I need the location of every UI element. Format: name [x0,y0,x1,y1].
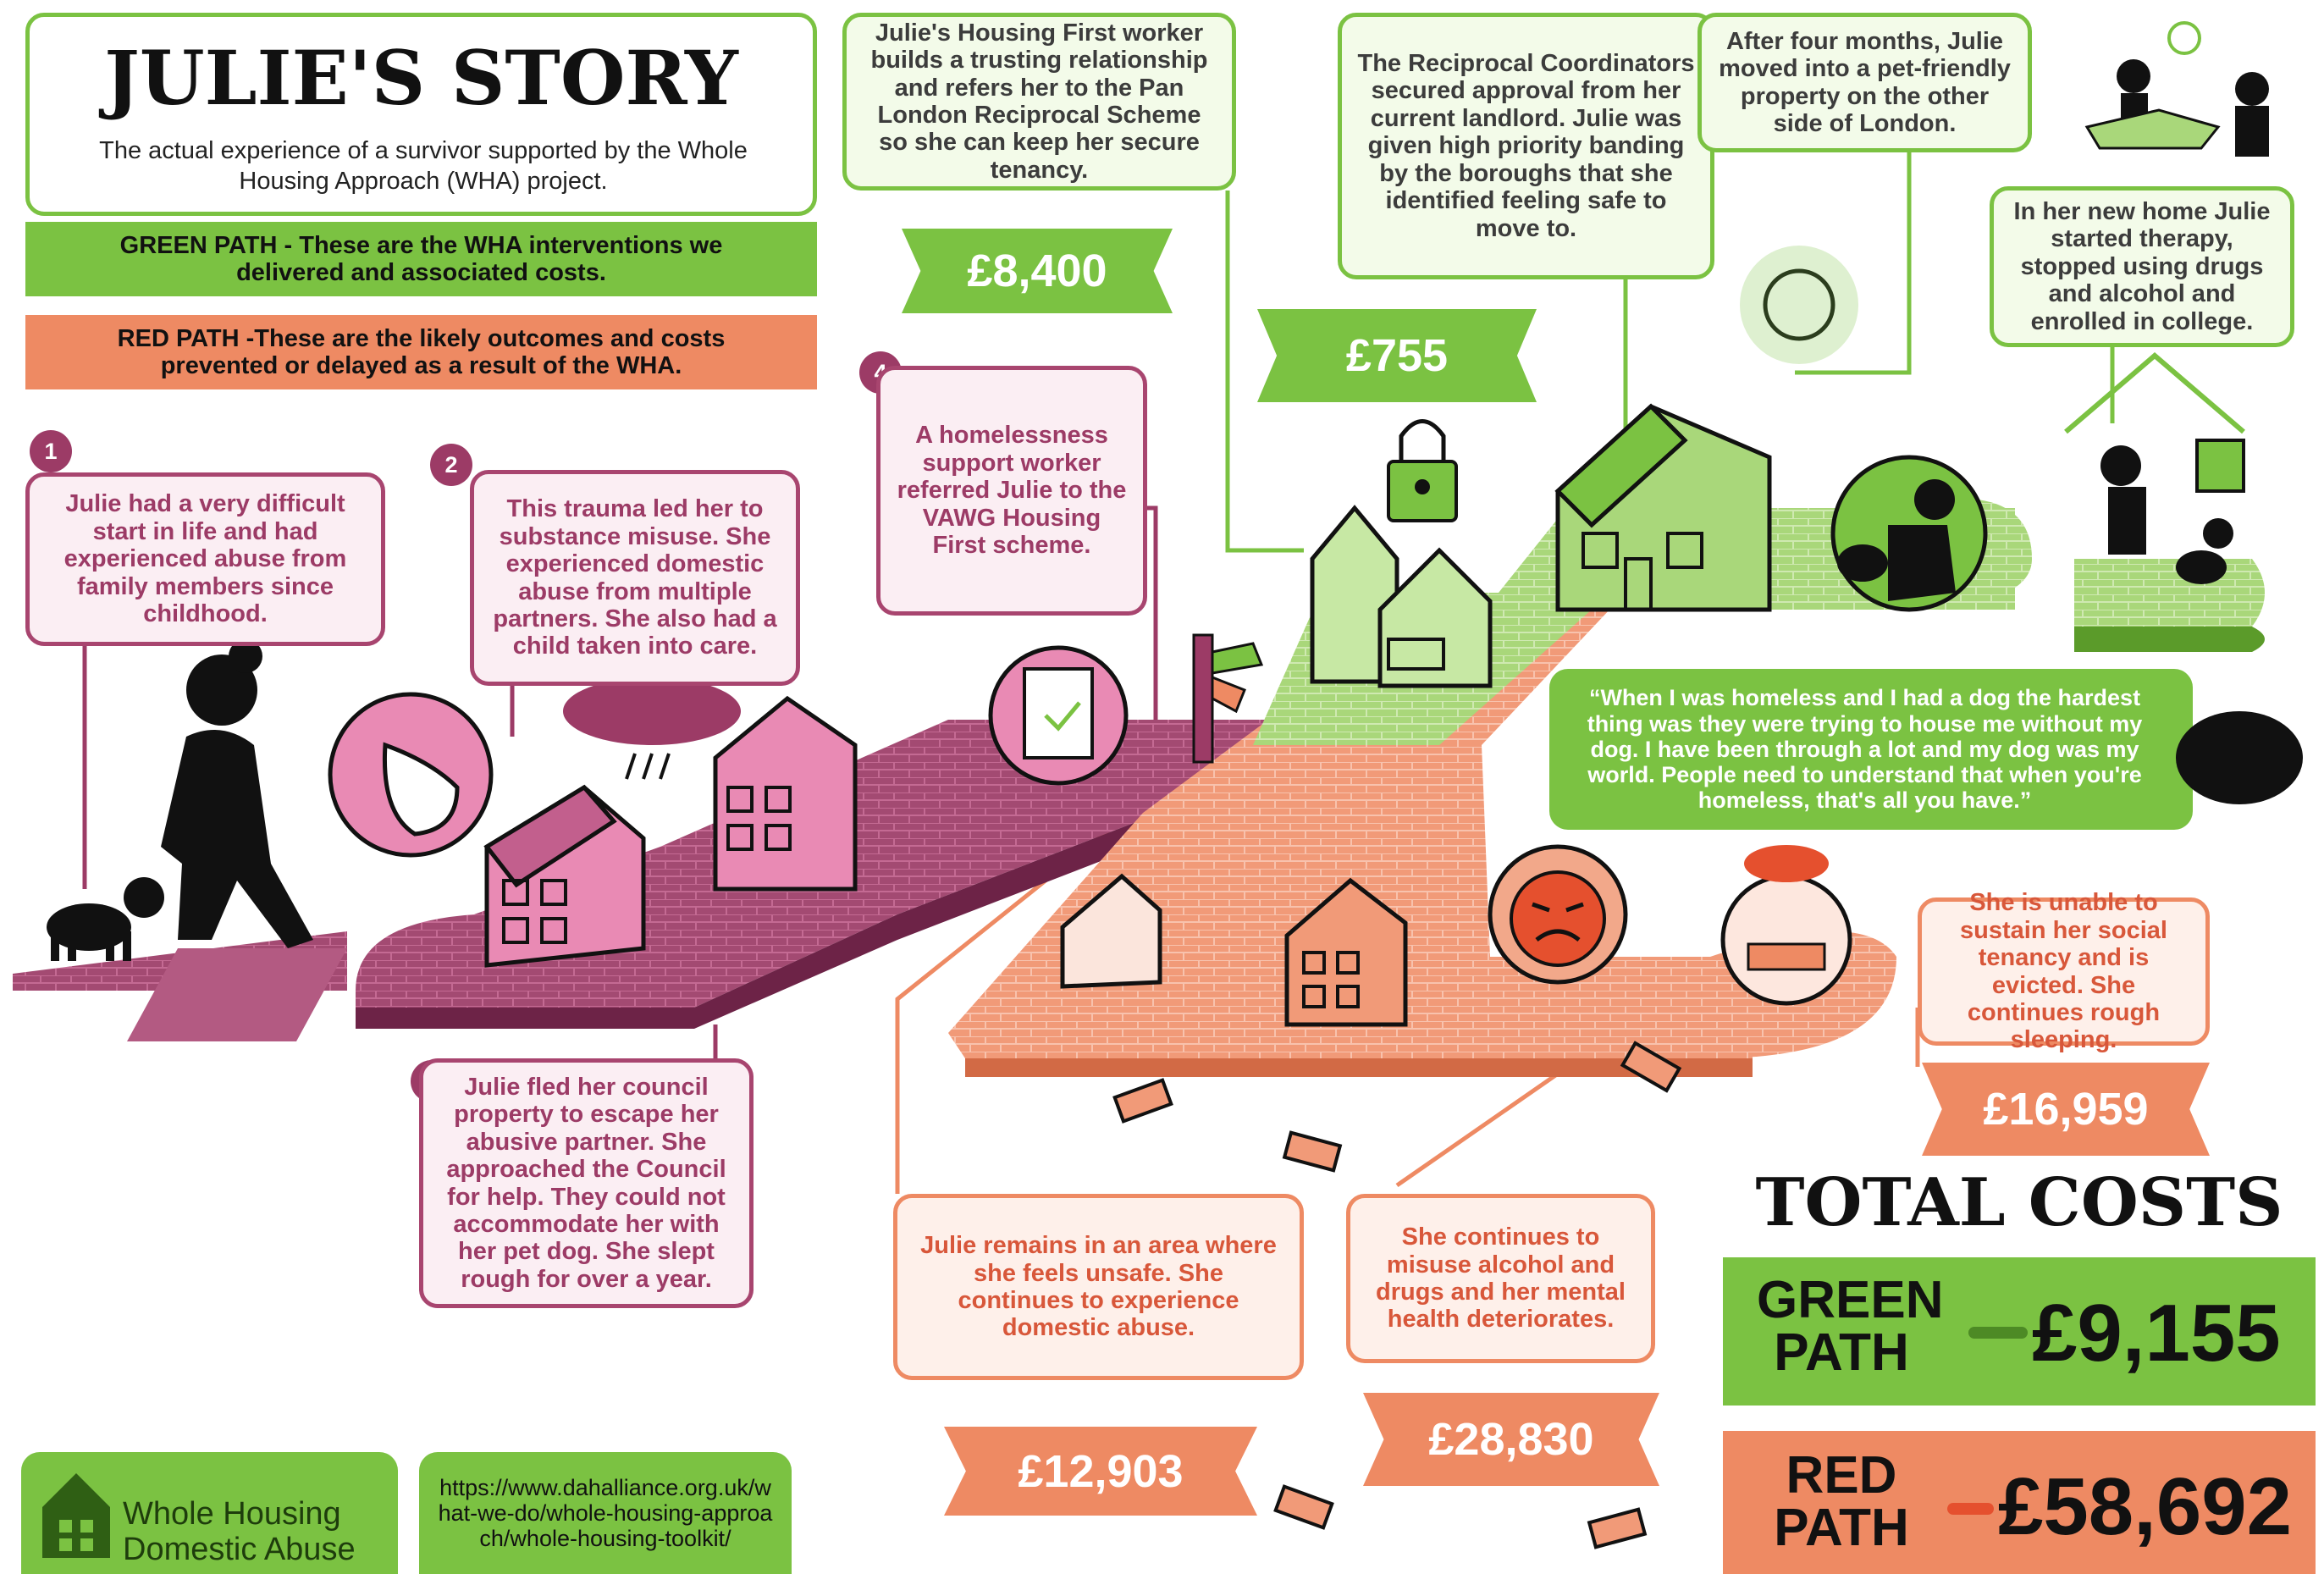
total-red-label-line2: PATH [1774,1499,1909,1557]
page-title: JULIE'S STORY [104,34,738,122]
total-green-dash [1968,1327,2028,1339]
total-costs-heading: TOTAL COSTS [1755,1164,2283,1241]
step-number-1: 1 [30,430,72,472]
total-green-label: GREEN PATH [1757,1271,1944,1382]
title-card [25,13,817,216]
red-step-3-text: She is unable to sustain her social tena… [1918,889,2210,1053]
survivor-quote: “When I was homeless and I had a dog the… [1549,669,2193,830]
page-subtitle: The actual experience of a survivor supp… [99,137,748,196]
red-cost-3: £16,959 [1922,1063,2210,1156]
total-red-label: RED PATH [1761,1450,1922,1555]
speaker-silhouette [2176,711,2303,804]
total-red-panel [1723,1431,2316,1574]
green-cost-2: £755 [1257,309,1537,402]
total-green-label-line1: GREEN [1757,1271,1944,1329]
house-puzzle-icon [42,1473,110,1558]
total-green-value: £9,155 [2032,1288,2281,1378]
red-cost-2: £28,830 [1363,1393,1659,1486]
logo-line-2: Domestic Abuse [123,1531,356,1567]
red-cost-1: £12,903 [944,1427,1257,1516]
green-cost-1: £8,400 [902,229,1173,313]
red-step-1-text: Julie remains in an area where she feels… [893,1194,1304,1380]
total-green-label-line2: PATH [1774,1323,1909,1382]
green-step-1-text: Julie's Housing First worker builds a tr… [842,13,1236,191]
toolkit-url[interactable]: https://www.dahalliance.org.uk/what-we-d… [419,1452,792,1574]
legend-red: RED PATH -These are the likely outcomes … [25,315,817,389]
step-1-text: Julie had a very difficult start in life… [25,472,385,646]
total-red-label-line1: RED [1786,1446,1897,1505]
total-red-value: £58,692 [1998,1461,2293,1552]
legend-green: GREEN PATH - These are the WHA intervent… [25,222,817,296]
green-step-2-text: The Reciprocal Coordinators secured appr… [1338,13,1714,279]
green-step-4-text: In her new home Julie started therapy, s… [1990,186,2294,347]
red-step-2-text: She continues to misuse alcohol and drug… [1346,1194,1655,1363]
logo-text: Whole Housing Domestic Abuse [123,1496,394,1568]
step-2-text: This trauma led her to substance misuse.… [470,470,800,686]
step-4-text: A homelessness support worker referred J… [876,366,1147,616]
step-number-2: 2 [430,444,472,486]
total-red-dash [1947,1503,1994,1515]
step-3-text: Julie fled her council property to escap… [419,1058,754,1308]
logo-line-1: Whole Housing [123,1496,341,1532]
green-step-3-text: After four months, Julie moved into a pe… [1697,13,2032,152]
